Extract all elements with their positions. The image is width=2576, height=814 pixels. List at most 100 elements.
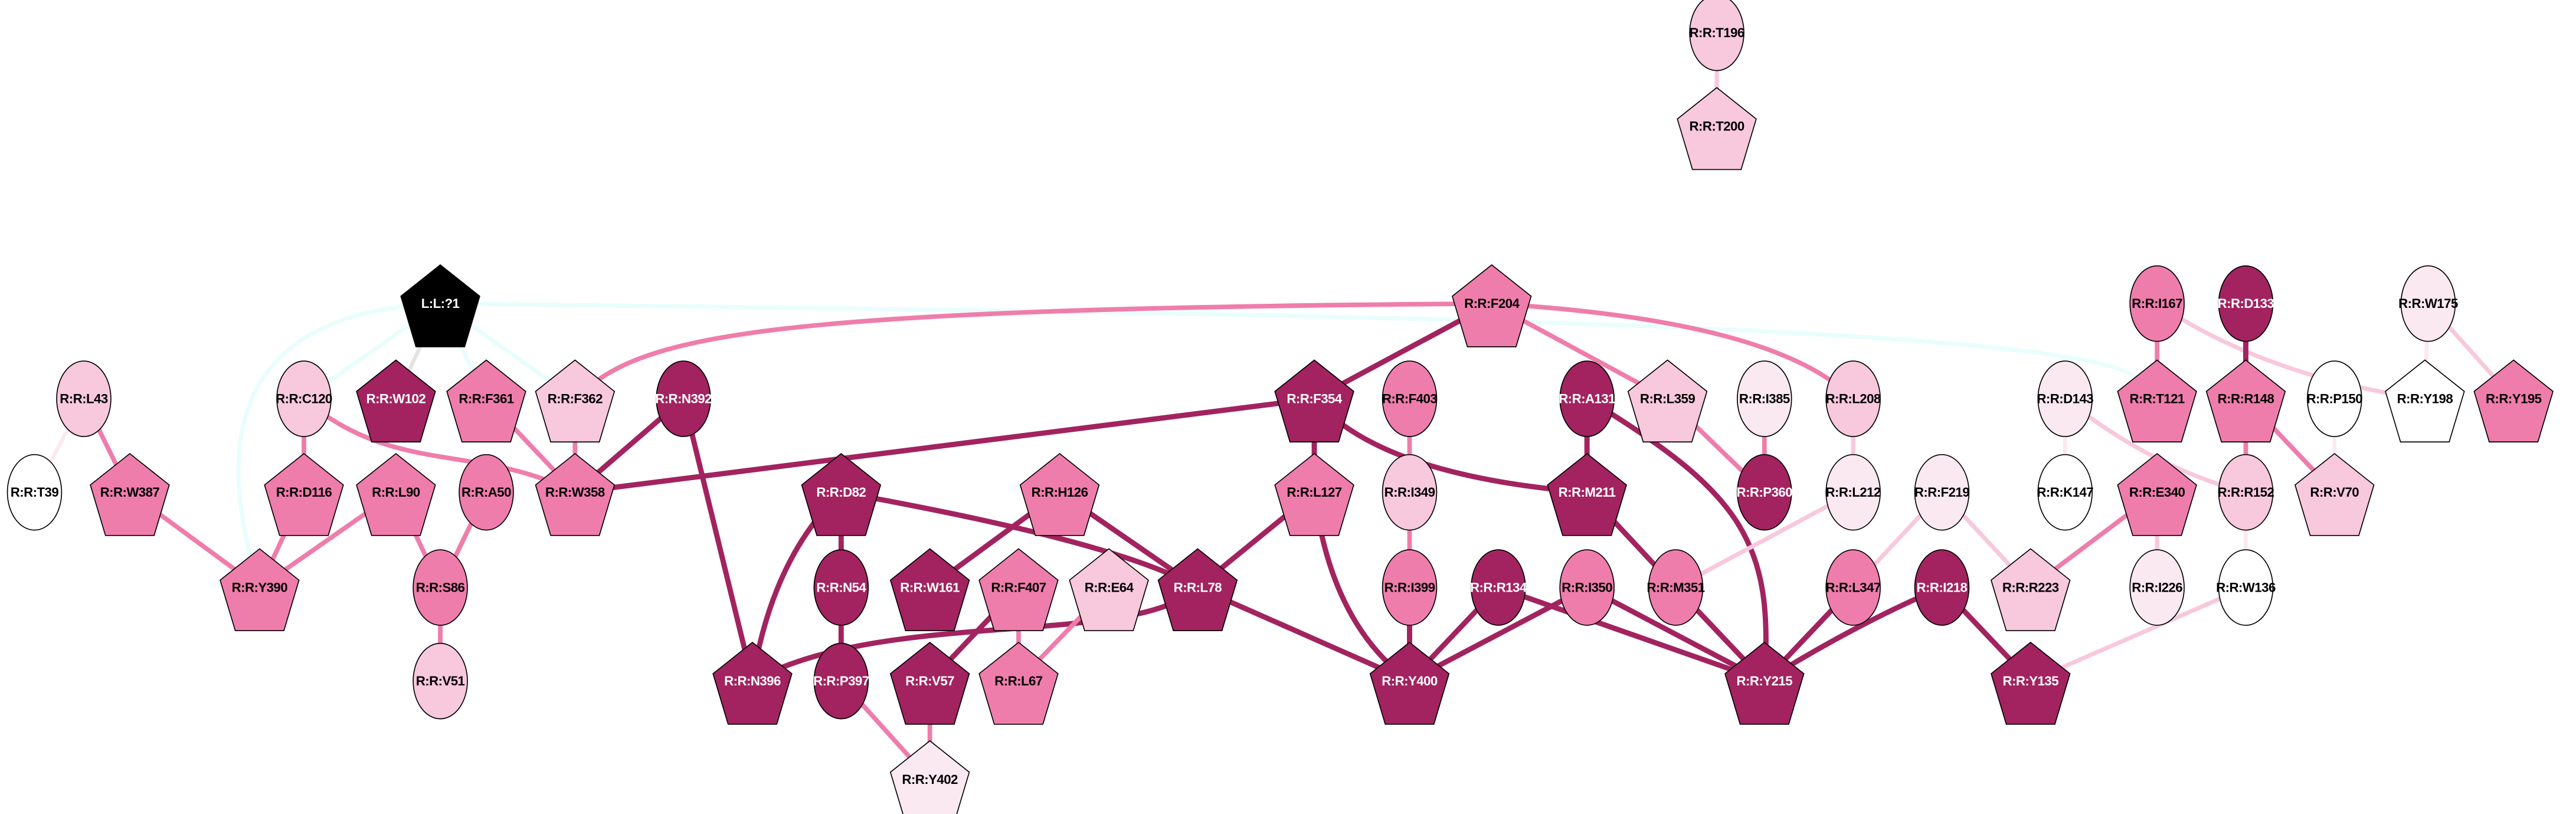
- node-r-r-y402[interactable]: R:R:Y402: [889, 740, 970, 814]
- circle-node-shape: [1689, 0, 1744, 71]
- node-r-r-w136[interactable]: R:R:W136: [2216, 549, 2276, 626]
- edge-r-r-w136-to-r-r-y135: [2030, 585, 2247, 683]
- node-r-r-t196[interactable]: R:R:T196: [1689, 0, 1744, 71]
- pentagon-node-shape: [978, 641, 1059, 725]
- node-r-r-f204[interactable]: R:R:F204: [1451, 264, 1532, 347]
- circle-node-shape: [813, 642, 869, 720]
- node-r-r-n392[interactable]: R:R:N392: [655, 360, 712, 437]
- pentagon-node-shape: [2205, 359, 2286, 443]
- node-label: R:R:R148: [2218, 392, 2274, 406]
- node-r-r-y135[interactable]: R:R:Y135: [1991, 641, 2071, 725]
- node-r-r-i226[interactable]: R:R:I226: [2129, 549, 2185, 626]
- pentagon-node-shape: [889, 740, 970, 814]
- node-r-r-l78[interactable]: R:R:L78: [1157, 548, 1238, 632]
- node-r-r-e340[interactable]: R:R:E340: [2117, 452, 2197, 536]
- node-label: R:R:R223: [2002, 580, 2059, 595]
- node-r-r-w387[interactable]: R:R:W387: [90, 452, 170, 536]
- node-label: R:R:W387: [100, 485, 160, 500]
- node-r-r-r134[interactable]: R:R:R134: [1470, 549, 1527, 626]
- circle-node-shape: [1382, 360, 1438, 437]
- node-r-r-y195[interactable]: R:R:Y195: [2473, 359, 2554, 443]
- node-r-r-f219[interactable]: R:R:F219: [1914, 454, 1970, 531]
- node-r-r-l90[interactable]: R:R:L90: [356, 452, 436, 536]
- node-label: R:R:V57: [905, 674, 954, 688]
- node-label: R:R:A50: [461, 485, 511, 500]
- node-r-r-l43[interactable]: R:R:L43: [56, 360, 112, 437]
- node-r-r-e64[interactable]: R:R:E64: [1069, 548, 1149, 632]
- node-r-r-a50[interactable]: R:R:A50: [459, 454, 514, 531]
- node-r-r-w358[interactable]: R:R:W358: [535, 452, 616, 536]
- node-r-r-y390[interactable]: R:R:Y390: [220, 548, 300, 632]
- node-r-r-w161[interactable]: R:R:W161: [889, 548, 970, 632]
- node-r-r-h126[interactable]: R:R:H126: [1019, 452, 1100, 536]
- pentagon-node-shape: [1019, 452, 1100, 536]
- node-r-r-s86[interactable]: R:R:S86: [413, 549, 468, 626]
- node-r-r-w102[interactable]: R:R:W102: [356, 359, 436, 443]
- node-r-r-y198[interactable]: R:R:Y198: [2385, 359, 2465, 443]
- node-r-r-v57[interactable]: R:R:V57: [889, 641, 970, 725]
- node-r-r-w175[interactable]: R:R:W175: [2398, 265, 2459, 342]
- node-r-r-k147[interactable]: R:R:K147: [2037, 454, 2094, 531]
- node-r-r-t121[interactable]: R:R:T121: [2117, 359, 2197, 443]
- node-r-r-l212[interactable]: R:R:L212: [1825, 454, 1881, 531]
- pentagon-node-shape: [2117, 452, 2197, 536]
- pentagon-node-shape: [400, 264, 480, 347]
- node-r-r-f354[interactable]: R:R:F354: [1274, 359, 1354, 443]
- node-r-r-t200[interactable]: R:R:T200: [1677, 87, 1757, 170]
- pentagon-node-shape: [1547, 452, 1627, 536]
- node-r-r-f407[interactable]: R:R:F407: [978, 548, 1059, 632]
- circle-node-shape: [1648, 549, 1704, 626]
- node-r-r-l67[interactable]: R:R:L67: [978, 641, 1059, 725]
- node-r-r-p150[interactable]: R:R:P150: [2307, 360, 2363, 437]
- node-r-r-p397[interactable]: R:R:P397: [813, 642, 869, 720]
- node-label: R:R:F407: [991, 580, 1046, 595]
- node-label: R:R:F354: [1287, 392, 1342, 406]
- node-r-r-i349[interactable]: R:R:I349: [1382, 454, 1438, 531]
- node-r-r-m351[interactable]: R:R:M351: [1647, 549, 1705, 626]
- node-label: R:R:D116: [276, 485, 332, 500]
- node-r-r-i399[interactable]: R:R:I399: [1382, 549, 1438, 626]
- node-r-r-n396[interactable]: R:R:N396: [712, 641, 793, 725]
- node-r-r-y400[interactable]: R:R:Y400: [1369, 641, 1450, 725]
- pentagon-node-shape: [1274, 452, 1354, 536]
- node-r-r-v70[interactable]: R:R:V70: [2294, 452, 2375, 536]
- node-r-r-r152[interactable]: R:R:R152: [2218, 454, 2274, 531]
- node-label: R:R:R152: [2218, 485, 2274, 500]
- node-r-r-v51[interactable]: R:R:V51: [413, 642, 468, 720]
- node-label: R:R:T200: [1689, 119, 1744, 134]
- node-r-r-d82[interactable]: R:R:D82: [801, 452, 882, 536]
- node-r-r-d133[interactable]: R:R:D133: [2218, 265, 2274, 342]
- pentagon-node-shape: [220, 548, 300, 632]
- node-r-r-l347[interactable]: R:R:L347: [1825, 549, 1881, 626]
- node-r-r-d143[interactable]: R:R:D143: [2037, 360, 2094, 437]
- node-r-r-d116[interactable]: R:R:D116: [264, 452, 344, 536]
- node-r-r-i167[interactable]: R:R:I167: [2129, 265, 2185, 342]
- node-l-l-1[interactable]: L:L:?1: [400, 264, 480, 347]
- node-r-r-n54[interactable]: R:R:N54: [813, 549, 869, 626]
- edge-r-r-l212-to-r-r-m351: [1674, 490, 1854, 590]
- node-r-r-r148[interactable]: R:R:R148: [2205, 359, 2286, 443]
- node-r-r-y215[interactable]: R:R:Y215: [1724, 641, 1805, 725]
- node-r-r-a131[interactable]: R:R:A131: [1559, 360, 1616, 437]
- node-r-r-t39[interactable]: R:R:T39: [6, 454, 63, 531]
- node-r-r-l359[interactable]: R:R:L359: [1627, 359, 1708, 443]
- edge-r-r-i167-to-r-r-y198: [2156, 301, 2426, 401]
- circle-node-shape: [1559, 360, 1615, 437]
- node-r-r-l208[interactable]: R:R:L208: [1825, 360, 1881, 437]
- circle-node-shape: [1914, 454, 1970, 531]
- node-r-r-l127[interactable]: R:R:L127: [1274, 452, 1354, 536]
- node-r-r-c120[interactable]: R:R:C120: [276, 360, 333, 437]
- node-r-r-f362[interactable]: R:R:F362: [535, 359, 616, 443]
- node-r-r-f361[interactable]: R:R:F361: [446, 359, 526, 443]
- node-r-r-m211[interactable]: R:R:M211: [1547, 452, 1627, 536]
- circle-node-shape: [459, 454, 514, 531]
- node-r-r-r223[interactable]: R:R:R223: [1991, 548, 2071, 632]
- node-r-r-i385[interactable]: R:R:I385: [1737, 360, 1792, 437]
- node-label: R:R:I399: [1384, 580, 1435, 595]
- node-r-r-i218[interactable]: R:R:I218: [1914, 549, 1970, 626]
- circle-node-shape: [656, 360, 711, 437]
- node-r-r-i350[interactable]: R:R:I350: [1559, 549, 1615, 626]
- node-r-r-f403[interactable]: R:R:F403: [1382, 360, 1438, 437]
- node-r-r-p360[interactable]: R:R:P360: [1737, 454, 1793, 531]
